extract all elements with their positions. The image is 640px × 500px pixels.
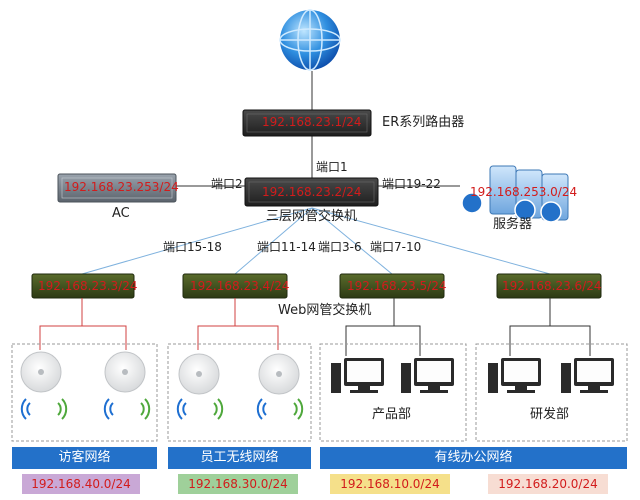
- port-label-server: 端口19-22: [382, 177, 441, 191]
- subnet-product: 192.168.10.0/24: [330, 474, 450, 494]
- server-ip: 192.168.253.0/24: [470, 185, 578, 199]
- desktop-pc-icon: [488, 358, 541, 393]
- port-label-sw2: 端口11-14: [257, 240, 316, 254]
- network-bar-guest: 访客网络: [12, 447, 157, 469]
- port-label-sw1: 端口15-18: [163, 240, 222, 254]
- subnet-guest: 192.168.40.0/24: [22, 474, 140, 494]
- access-switch-4-ip: 192.168.23.6/24: [502, 279, 602, 293]
- er-router-device: [242, 109, 372, 137]
- ac-ip: 192.168.23.253/24: [64, 180, 179, 194]
- port-label-sw3: 端口3-6: [318, 240, 362, 254]
- internet-globe-icon: [279, 9, 341, 71]
- desktop-pc-icon: [561, 358, 614, 393]
- ac-label: AC: [112, 206, 130, 221]
- core-switch-label: 三层网管交换机: [266, 209, 358, 224]
- network-bar-wired-office: 有线办公网络: [320, 447, 627, 469]
- access-point-icon: [258, 353, 300, 395]
- core-switch-ip: 192.168.23.2/24: [262, 185, 362, 199]
- network-bar-staff-wireless: 员工无线网络: [168, 447, 311, 469]
- ac-controller-device: [57, 173, 177, 203]
- wifi-signal-icon: [20, 398, 304, 420]
- server-cluster-icon: [461, 165, 569, 223]
- access-switch-3: [339, 273, 445, 299]
- access-point-icon: [20, 351, 62, 393]
- access-switch-label: Web网管交换机: [278, 303, 372, 318]
- subnet-rnd: 192.168.20.0/24: [488, 474, 608, 494]
- core-switch-device: [244, 177, 379, 207]
- access-switch-3-ip: 192.168.23.5/24: [347, 279, 447, 293]
- port-label-sw4: 端口7-10: [370, 240, 422, 254]
- access-switch-1-ip: 192.168.23.3/24: [38, 279, 138, 293]
- access-point-icon: [178, 353, 220, 395]
- dept-label-product: 产品部: [372, 407, 412, 422]
- router-ip: 192.168.23.1/24: [262, 115, 362, 129]
- dept-label-rnd: 研发部: [530, 407, 570, 422]
- subnet-staff-wireless: 192.168.30.0/24: [178, 474, 298, 494]
- server-label: 服务器: [493, 217, 533, 232]
- access-switch-1: [31, 273, 135, 299]
- desktop-pc-icon: [401, 358, 454, 393]
- port-label-ac: 端口2: [211, 177, 243, 191]
- desktop-pc-icon: [331, 358, 384, 393]
- router-label: ER系列路由器: [382, 115, 465, 130]
- port-label-router: 端口1: [316, 160, 348, 174]
- access-switch-4: [496, 273, 602, 299]
- access-switch-2-ip: 192.168.23.4/24: [190, 279, 290, 293]
- access-point-icon: [104, 351, 146, 393]
